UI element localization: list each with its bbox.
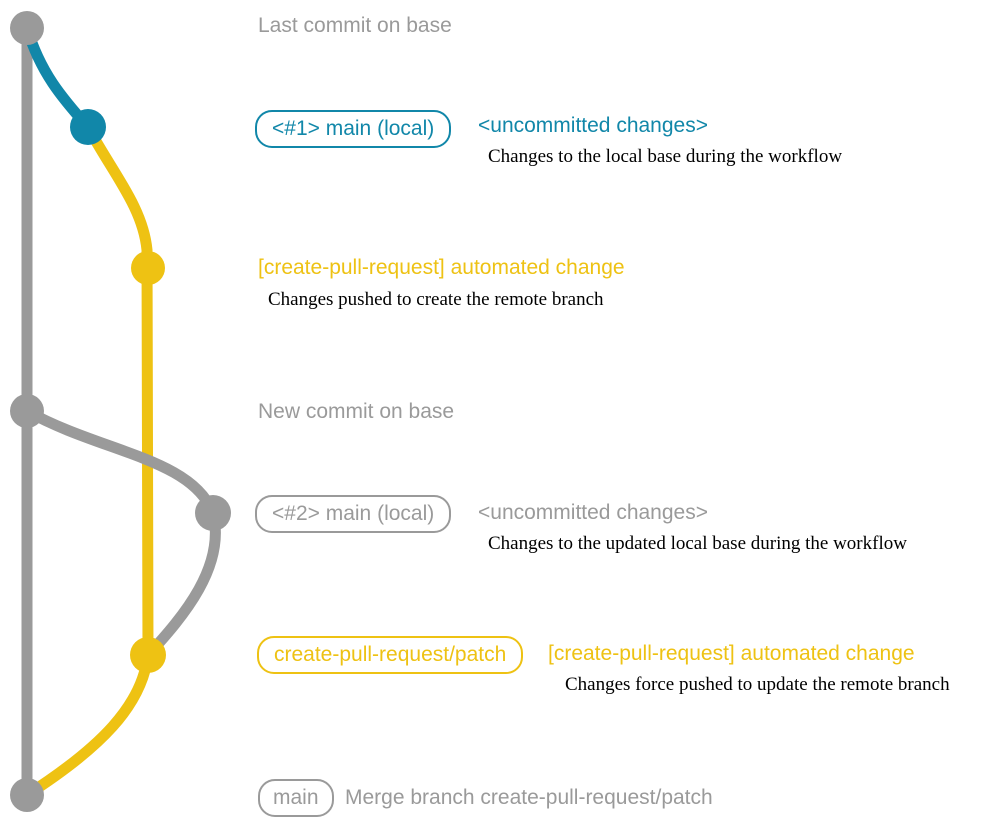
branch-badge-patch: create-pull-request/patch <box>257 636 524 674</box>
branch-badge-main-local-2: <#2> main (local) <box>255 495 452 533</box>
patch-merge-curve <box>21 649 154 801</box>
patch-branch-line <box>82 121 154 661</box>
commit-dot-local-2 <box>195 495 231 531</box>
commit-dot-new-base <box>10 394 44 428</box>
annotation-new-commit: New commit on base <box>258 400 455 423</box>
commit-title-automated-2: [create-pull-request] automated change <box>548 642 915 665</box>
base-to-local2-curve <box>21 405 219 519</box>
commit-description-uncommitted-1: Changes to the local base during the wor… <box>488 146 843 167</box>
commit-dot-local-1 <box>70 109 106 145</box>
branch-badge-main: main <box>258 779 334 817</box>
branch-badge-main-local-1: <#1> main (local) <box>255 110 452 148</box>
commit-title-uncommitted-2: <uncommitted changes> <box>478 501 708 524</box>
commit-dot-merge <box>10 778 44 812</box>
commit-title-uncommitted-1: <uncommitted changes> <box>478 114 708 137</box>
annotation-last-commit: Last commit on base <box>258 14 452 37</box>
annotation-merge-commit: Merge branch create-pull-request/patch <box>345 786 713 809</box>
commit-description-push-1: Changes pushed to create the remote bran… <box>268 289 604 310</box>
commit-description-uncommitted-2: Changes to the updated local base during… <box>488 533 907 554</box>
commit-title-automated-1: [create-pull-request] automated change <box>258 256 625 279</box>
commit-dot-last-base <box>10 11 44 45</box>
commit-dot-patch-2 <box>130 637 166 673</box>
local2-to-patch-curve <box>142 507 221 661</box>
commit-dot-patch-1 <box>131 251 165 285</box>
commit-description-force-push: Changes force pushed to update the remot… <box>565 674 950 695</box>
